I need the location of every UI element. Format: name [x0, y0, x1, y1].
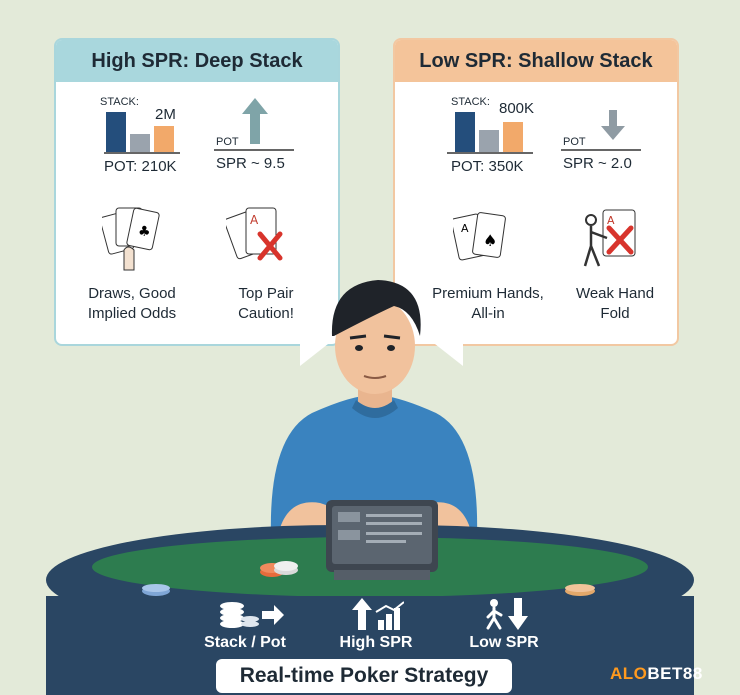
stack-label: STACK: — [451, 96, 490, 108]
growth-chart-icon — [352, 598, 404, 630]
spr-value: SPR ~ 9.5 — [216, 155, 285, 172]
tablet-icon — [326, 500, 438, 580]
brand-logo: ALOBET88 — [610, 664, 703, 683]
stack-pot-label: Stack / Pot — [204, 634, 286, 651]
low-spr-title: Low SPR: Shallow Stack — [395, 40, 677, 82]
divider — [561, 149, 641, 151]
speech-tail — [435, 344, 463, 366]
stack-value: 2M — [155, 106, 176, 123]
svg-text:A: A — [461, 222, 469, 235]
pot-label: POT — [563, 136, 586, 148]
low-spr-panel: Low SPR: Shallow Stack STACK: 800K POT: … — [393, 38, 679, 366]
caption-weak-hand: Weak Hand Fold — [575, 285, 655, 322]
up-arrow-icon — [242, 98, 268, 144]
down-arrow-icon — [601, 110, 625, 140]
spr-value: SPR ~ 2.0 — [563, 155, 632, 172]
cards-hand-icon: A ♠ — [453, 212, 506, 261]
svg-text:♣: ♣ — [138, 224, 151, 240]
stack-label: STACK: — [100, 96, 139, 108]
svg-text:♠: ♠ — [483, 231, 497, 250]
fold-person-icon: A — [583, 209, 636, 267]
svg-text:A: A — [250, 213, 259, 227]
caption-premium: Premium Hands, All-in — [432, 285, 544, 322]
caption-draws: Draws, Good Implied Odds — [87, 285, 177, 322]
pot-label: POT — [216, 136, 239, 148]
chip-stack-icon — [260, 561, 298, 577]
stack-value: 800K — [499, 100, 535, 117]
strategy-title: Real-time Poker Strategy — [216, 659, 512, 693]
cards-hand-icon: ♣ — [102, 207, 160, 271]
bar-chart-icon — [447, 112, 533, 154]
bar-chart-icon — [104, 112, 180, 154]
pot-value: POT: 210K — [104, 158, 177, 175]
high-spr-title: High SPR: Deep Stack — [56, 40, 338, 82]
chip-stack-icon — [565, 584, 595, 596]
cross-card-icon: A — [226, 207, 283, 261]
low-spr-label: Low SPR — [469, 634, 539, 651]
speech-tail — [300, 344, 328, 366]
chip-stack-icon — [220, 602, 284, 628]
walk-down-icon — [486, 598, 528, 630]
chip-stack-icon — [142, 584, 170, 596]
caption-top-pair: Top Pair Caution! — [238, 285, 294, 322]
divider — [214, 149, 294, 151]
high-spr-label: High SPR — [339, 634, 413, 651]
pot-value: POT: 350K — [451, 158, 524, 175]
high-spr-panel: High SPR: Deep Stack STACK: 2M POT: 210K… — [54, 38, 340, 366]
svg-text:A: A — [607, 214, 615, 227]
